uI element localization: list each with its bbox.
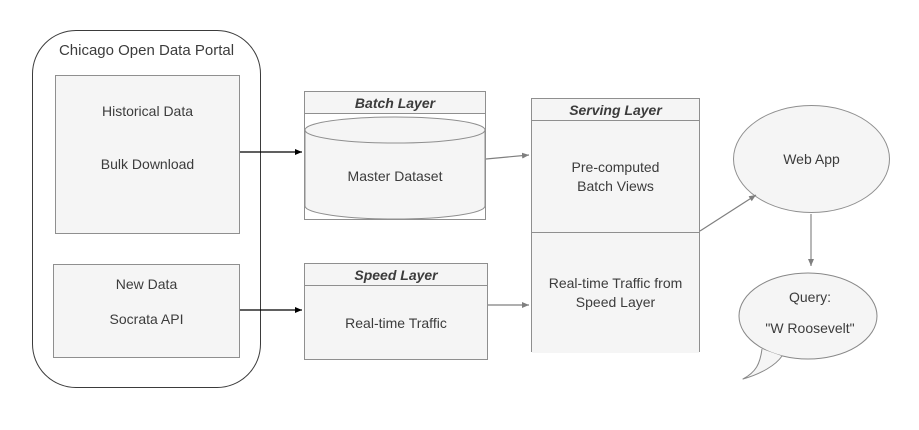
cylinder-body [304, 116, 486, 220]
batch-layer-box: Batch Layer Master Dataset [304, 91, 486, 220]
node-new-data-line1: New Data [115, 276, 178, 292]
query-speech-bubble-shape [738, 272, 878, 380]
speed-views-line1: Real-time Traffic from [548, 275, 683, 291]
source-container-title: Chicago Open Data Portal [58, 42, 235, 59]
serving-batch-views-section: Pre-computed Batch Views [532, 121, 699, 233]
speed-layer-header: Speed Layer [305, 264, 487, 286]
node-historical-data: Historical Data Bulk Download [55, 75, 240, 234]
speed-views-line2: Speed Layer [575, 294, 656, 310]
query-bubble-text: Query: "W Roosevelt" [728, 266, 892, 382]
query-line1: Query: [788, 289, 831, 305]
node-historical-data-line2: Bulk Download [100, 156, 195, 172]
master-dataset-label: Master Dataset [347, 168, 443, 184]
arrow-serving-to-webapp [699, 194, 757, 232]
node-historical-data-line1: Historical Data [101, 103, 194, 119]
batch-views-line2: Batch Views [577, 177, 654, 194]
arrow-batch-to-serving [485, 152, 530, 160]
speed-layer-title: Speed Layer [354, 266, 438, 283]
serving-layer-box: Serving Layer Pre-computed Batch Views R… [531, 98, 700, 353]
cylinder-lip [304, 129, 486, 144]
batch-views-line1: Pre-computed [571, 158, 660, 175]
web-app-label: Web App [783, 151, 840, 167]
serving-speed-views-section: Real-time Traffic from Speed Layer [532, 233, 699, 353]
master-dataset-cylinder-shape [304, 116, 486, 220]
speech-bubble-body [738, 272, 878, 360]
web-app-ellipse: Web App [733, 105, 890, 213]
node-new-data: New Data Socrata API [53, 264, 240, 358]
query-line2: "W Roosevelt" [765, 320, 855, 336]
speed-layer-box: Speed Layer Real-time Traffic [304, 263, 488, 360]
speed-layer-body: Real-time Traffic [305, 286, 487, 359]
batch-layer-header: Batch Layer [305, 92, 485, 114]
node-new-data-line2: Socrata API [109, 311, 184, 327]
realtime-traffic-label: Real-time Traffic [345, 314, 447, 331]
speech-bubble-tail [742, 348, 783, 380]
serving-layer-title: Serving Layer [569, 101, 662, 118]
serving-layer-header: Serving Layer [532, 99, 699, 121]
batch-layer-title: Batch Layer [354, 94, 436, 111]
